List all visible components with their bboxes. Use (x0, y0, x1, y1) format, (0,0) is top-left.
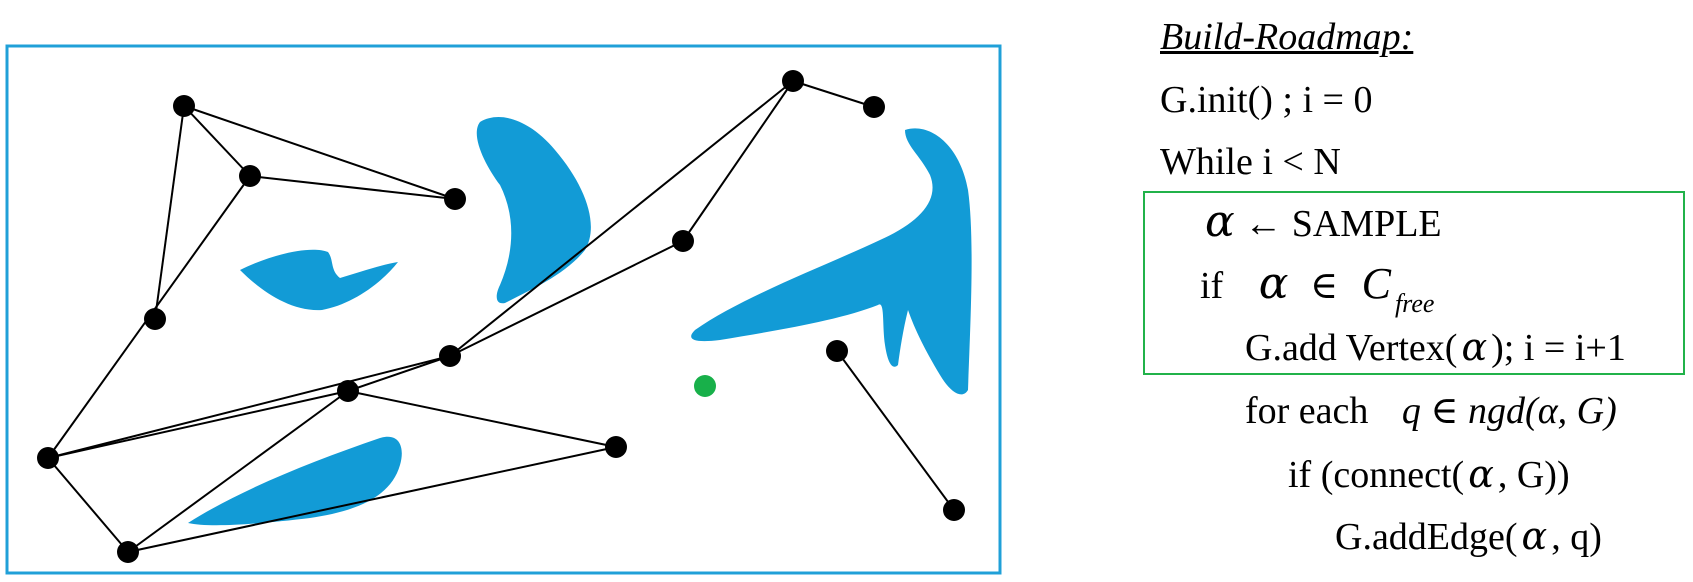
obstacle-boomerang (476, 117, 591, 304)
roadmap-edge (347, 390, 617, 448)
roadmap-edge (682, 80, 794, 242)
roadmap-node (173, 95, 195, 117)
roadmap-node (782, 70, 804, 92)
roadmap-edge (249, 175, 456, 200)
roadmap-node (337, 380, 359, 402)
roadmap-edge (792, 80, 875, 108)
roadmap-edge (183, 105, 456, 200)
roadmap-node (37, 447, 59, 469)
roadmap-edge (836, 350, 955, 511)
roadmap-node (943, 499, 965, 521)
roadmap-edge (127, 390, 349, 553)
roadmap-node (439, 345, 461, 367)
configuration-space-frame (5, 44, 1002, 575)
roadmap-edge (47, 457, 129, 553)
roadmap-edge (47, 355, 451, 459)
roadmap-edge (154, 105, 185, 320)
roadmap-node (117, 541, 139, 563)
roadmap-edge (347, 355, 451, 392)
roadmap-node (605, 436, 627, 458)
roadmap-node (863, 96, 885, 118)
sample-point (694, 375, 716, 397)
roadmap-edge (183, 105, 251, 177)
roadmap-edge (47, 390, 349, 459)
obstacle-lower-leaf (188, 436, 402, 526)
roadmap-edge (449, 80, 794, 357)
obstacles (188, 117, 972, 526)
roadmap-node (672, 230, 694, 252)
roadmap-edges (47, 80, 955, 553)
obstacle-large-right (691, 128, 972, 395)
roadmap-edge (127, 446, 617, 553)
roadmap-node (239, 165, 261, 187)
roadmap-node (444, 188, 466, 210)
obstacle-small-wing (240, 249, 398, 311)
roadmap-nodes (37, 70, 965, 563)
roadmap-node (826, 340, 848, 362)
roadmap-edge (449, 240, 684, 357)
roadmap-node (144, 308, 166, 330)
